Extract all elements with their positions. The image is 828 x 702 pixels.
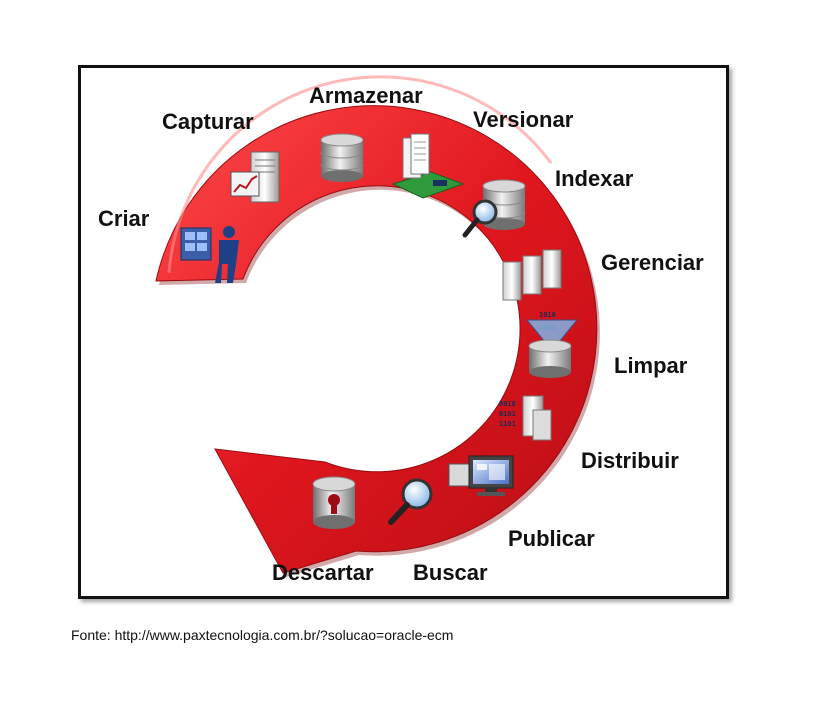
stage-label-limpar: Limpar	[614, 353, 688, 378]
stage-label-criar: Criar	[98, 206, 150, 231]
stage-label-indexar: Indexar	[555, 166, 634, 191]
computer-monitor-icon	[448, 455, 514, 496]
stage-label-publicar: Publicar	[508, 526, 595, 551]
stage-label-armazenar: Armazenar	[309, 83, 423, 108]
source-caption: Fonte: http://www.paxtecnologia.com.br/?…	[71, 627, 454, 643]
stage-label-distribuir: Distribuir	[581, 448, 679, 473]
binary-funnel-database-icon: 1010 1010	[525, 311, 579, 378]
person-at-kiosk-icon	[180, 226, 239, 283]
stage-label-descartar: Descartar	[272, 560, 374, 585]
binary-text-c: 1101	[499, 420, 516, 428]
lifecycle-diagram: 1010 1010 0010 0101 1101 Criar Ca	[98, 75, 704, 585]
binary-text-a: 0010	[499, 400, 516, 408]
stage-label-gerenciar: Gerenciar	[601, 250, 704, 275]
diagram-frame: 1010 1010 0010 0101 1101 Criar Ca	[78, 65, 729, 599]
binary-server-icon: 0010 0101 1101	[499, 395, 552, 441]
magnifier-icon	[388, 478, 433, 525]
documents-on-board-icon	[391, 133, 465, 199]
database-magnifier-icon	[462, 179, 526, 238]
server-towers-icon	[502, 249, 562, 301]
server-with-chart-icon	[230, 151, 280, 203]
database-icon	[320, 133, 364, 182]
arrow-band	[155, 105, 598, 574]
stage-label-capturar: Capturar	[162, 109, 254, 134]
stage-label-versionar: Versionar	[473, 107, 574, 132]
binary-text-1: 1010	[539, 311, 556, 319]
stage-label-buscar: Buscar	[413, 560, 488, 585]
locked-database-icon	[312, 476, 356, 529]
binary-text-b: 0101	[499, 410, 516, 418]
